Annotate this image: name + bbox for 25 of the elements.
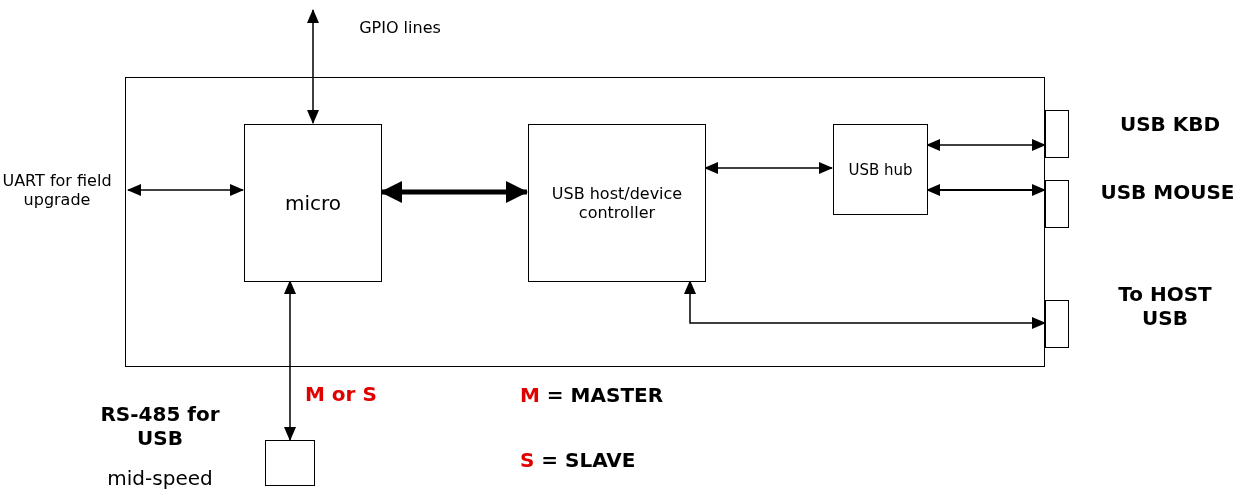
board-outline: [125, 77, 1045, 367]
signal-label: UART for field upgrade: [0, 158, 128, 222]
arrow: [926, 184, 1046, 196]
signal-label: GPIO lines: [358, 18, 442, 37]
connector-box: [1045, 110, 1069, 158]
hub-box: USB hub: [833, 124, 928, 215]
connector-box: [265, 440, 315, 486]
key-note: S = SLAVE: [520, 448, 637, 472]
port-label: USB KBD: [1118, 112, 1222, 136]
port-label: RS-485 for USB: [99, 402, 221, 450]
port-label: USB MOUSE: [1099, 180, 1236, 204]
port-label: To HOST USB: [1117, 282, 1213, 330]
arrow: [926, 139, 1046, 151]
arrow: [127, 184, 244, 196]
process-box: USB host/device controller: [528, 124, 706, 282]
connector-box: [1045, 300, 1069, 348]
process-box: micro: [244, 124, 382, 282]
arrow: [380, 181, 528, 203]
arrow: [284, 280, 296, 441]
arrow: [684, 280, 1046, 329]
arrow: [307, 9, 319, 124]
port-label: mid-speed: [106, 466, 214, 490]
arrow: [704, 162, 833, 174]
connector-box: [1045, 180, 1069, 228]
key-note: M = MASTER: [520, 383, 665, 407]
